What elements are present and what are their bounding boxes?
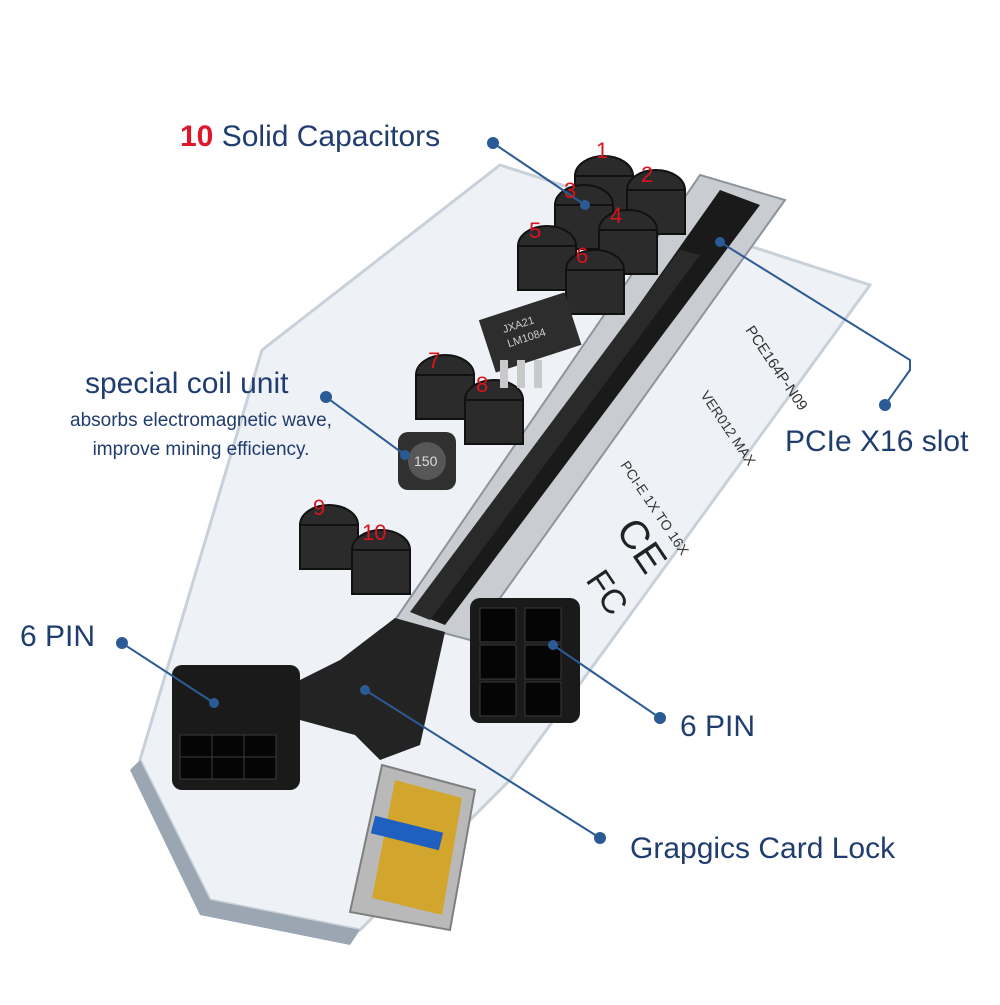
capacitor-number-4: 4 <box>610 203 623 228</box>
usb-port-tongue <box>370 815 444 851</box>
graphics-card-lock <box>300 618 445 760</box>
capacitor-number-2: 2 <box>641 162 654 187</box>
capacitor-number-8: 8 <box>476 372 489 397</box>
capacitors-text: Solid Capacitors <box>221 120 441 153</box>
graphics-card-lock-callout: Grapgics Card Lock <box>630 832 896 865</box>
coil-callout-title: special coil unit <box>85 367 289 400</box>
usb-port-inner <box>372 780 462 915</box>
capacitor-number-1: 1 <box>596 138 609 163</box>
capacitors-count: 10 <box>180 120 214 153</box>
six-pin-left-callout: 6 PIN <box>20 620 96 653</box>
six-pin-right-callout: 6 PIN <box>680 710 756 743</box>
pcb-edge-shadow <box>130 760 360 945</box>
voltage-regulator <box>478 292 582 373</box>
capacitors-callout: 10 Solid Capacitors <box>180 120 440 154</box>
six-pin-left-pins <box>179 734 277 780</box>
regulator-pins <box>500 360 542 388</box>
pcie-slot-inner <box>410 250 700 620</box>
capacitor-group <box>299 155 686 595</box>
coil-marking: 150 <box>414 453 438 469</box>
capacitor-number-7: 7 <box>428 348 441 373</box>
capacitor-number-5: 5 <box>529 218 542 243</box>
leader-dots <box>116 137 891 844</box>
capacitor-number-6: 6 <box>576 243 589 268</box>
pcie-slot-callout: PCIe X16 slot <box>785 425 969 458</box>
capacitor-number-10: 10 <box>362 520 387 545</box>
leader-lines <box>121 142 911 839</box>
capacitor-number-9: 9 <box>313 495 326 520</box>
six-pin-right-pins <box>479 607 562 717</box>
coil-callout-line2: improve mining efficiency. <box>92 439 310 460</box>
coil-callout-line1: absorbs electromagnetic wave, <box>70 410 332 431</box>
capacitor-number-3: 3 <box>564 178 577 203</box>
